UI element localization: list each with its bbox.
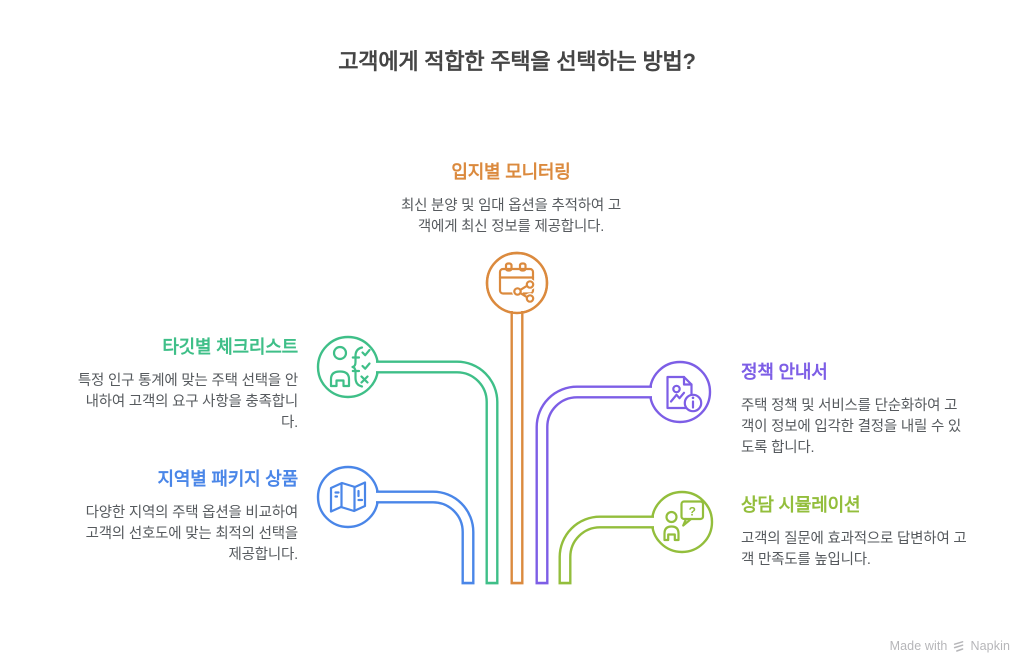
document-info-icon [666,375,703,413]
person-checklist-icon [329,345,371,388]
section-consult-simulation: 상담 시뮬레이션 고객의 질문에 효과적으로 답변하여 고 객 만족도를 높입니… [741,493,1011,571]
section-location-monitoring: 입지별 모니터링 최신 분양 및 임대 옵션을 추적하여 고 객에게 최신 정보… [371,160,651,238]
svg-text:?: ? [689,505,696,519]
made-with-napkin[interactable]: Made with Napkin [890,639,1010,653]
connector-inner [560,517,654,582]
branch-location-monitoring [485,251,549,585]
map-icon [329,481,367,513]
section-title-target-checklist: 타깃별 체크리스트 [162,337,298,357]
node-circle-regional-package [316,465,380,529]
section-title-policy-guide: 정책 안내서 [741,362,828,382]
node-circle-target-checklist [316,335,380,399]
connector-target-checklist [376,360,499,585]
branch-regional-package [316,465,475,585]
section-target-checklist: 타깃별 체크리스트 특정 인구 통계에 맞는 주택 선택을 안 내하여 고객의 … [38,335,298,434]
connector-inner [376,362,497,582]
section-policy-guide: 정책 안내서 주택 정책 및 서비스를 단순화하여 고 객이 정보에 입각한 결… [741,360,1011,459]
section-regional-package: 지역별 패키지 상품 다양한 지역의 주택 옵션을 비교하여 고객의 선호도에 … [38,467,299,566]
calendar-share-icon [498,262,536,304]
section-title-consult-simulation: 상담 시뮬레이션 [741,495,861,515]
section-desc-location-monitoring: 최신 분양 및 임대 옵션을 추적하여 고 객에게 최신 정보를 제공합니다. [400,198,622,235]
connector-inner [376,492,473,582]
section-desc-regional-package: 다양한 지역의 주택 옵션을 비교하여 고객의 선호도에 맞는 최적의 선택을 … [85,505,299,563]
branch-consult-simulation: ? [558,490,714,585]
branch-policy-guide [535,360,712,585]
napkin-brand-label: Napkin [970,639,1010,653]
connector-inner [537,387,652,582]
page-title: 고객에게 적합한 주택을 선택하는 방법? [338,49,696,74]
section-title-location-monitoring: 입지별 모니터링 [451,162,571,182]
section-desc-consult-simulation: 고객의 질문에 효과적으로 답변하여 고 객 만족도를 높입니다. [741,531,967,568]
section-title-regional-package: 지역별 패키지 상품 [157,469,299,489]
node-circle-outline [485,251,549,315]
napkin-logo-icon [954,640,964,652]
section-desc-policy-guide: 주택 정책 및 서비스를 단순화하여 고 객이 정보에 입각한 결정을 내릴 수… [741,398,962,456]
branch-target-checklist [316,335,499,585]
connector-regional-package [376,490,475,585]
person-question-icon: ? [663,500,705,542]
section-desc-target-checklist: 특정 인구 통계에 맞는 주택 선택을 안 내하여 고객의 요구 사항을 충족합… [77,373,298,431]
made-with-label: Made with [889,639,948,653]
connector-policy-guide [535,385,652,585]
node-circle-policy-guide [648,360,712,424]
